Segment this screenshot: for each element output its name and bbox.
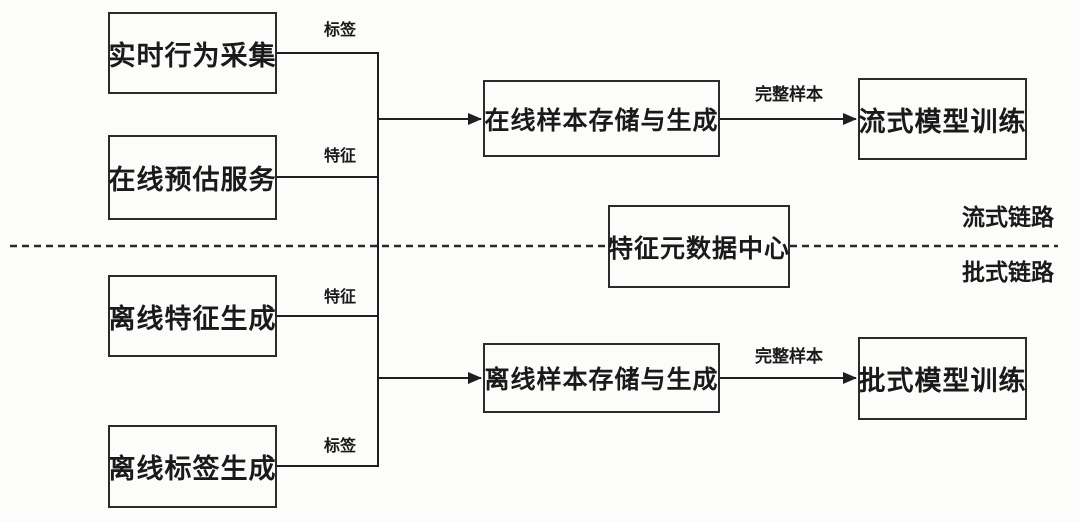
- node-feature-metadata-center: 特征元数据中心: [608, 205, 790, 288]
- node-realtime-behavior-collection: 实时行为采集: [108, 12, 277, 94]
- section-label-batch-link: 批式链路: [962, 260, 1054, 286]
- edge-label-offline-feature-to-bus: 特征: [323, 287, 356, 306]
- edge-label-complete-sample-bottom: 完整样本: [755, 347, 823, 367]
- node-online-sample-storage-generation: 在线样本存储与生成: [483, 80, 720, 157]
- node-batch-model-training: 批式模型训练: [858, 337, 1027, 420]
- node-offline-feature-generation: 离线特征生成: [108, 275, 277, 357]
- edge-label-realtime-to-bus: 标签: [323, 20, 356, 39]
- edge-label-complete-sample-top: 完整样本: [755, 85, 823, 105]
- edge-label-offline-label-to-bus: 标签: [323, 436, 356, 455]
- node-offline-sample-storage-generation: 离线样本存储与生成: [483, 343, 720, 413]
- node-streaming-model-training: 流式模型训练: [858, 78, 1027, 160]
- section-label-streaming-link: 流式链路: [962, 205, 1054, 231]
- node-online-prediction-service: 在线预估服务: [108, 135, 277, 220]
- edge-label-online-pred-to-bus: 特征: [323, 146, 356, 165]
- node-offline-label-generation: 离线标签生成: [108, 425, 277, 508]
